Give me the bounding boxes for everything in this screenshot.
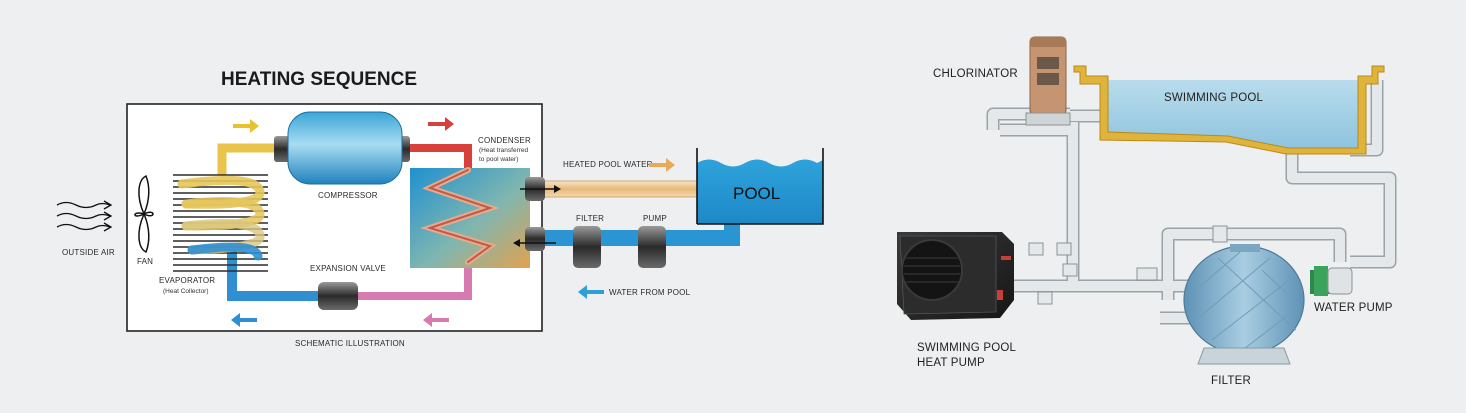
filter-tank <box>1183 244 1305 365</box>
arrow-red-icon <box>428 117 454 131</box>
discharge-line <box>402 144 472 168</box>
fan-label: FAN <box>137 257 153 266</box>
chlorinator-label: CHLORINATOR <box>933 68 1018 80</box>
liquid-line <box>358 262 472 300</box>
swimming-pool <box>1073 65 1385 155</box>
compressor-label: COMPRESSOR <box>318 191 378 200</box>
pool-system-diagram: CHLORINATOR SWIMMING POOL SWIMMING POOL … <box>897 36 1397 387</box>
evaporator-note: (Heat Collector) <box>163 288 209 295</box>
pool-label: POOL <box>733 184 780 203</box>
heat-pump-unit <box>897 232 1014 320</box>
heating-sequence-diagram: HEATING SEQUENCE <box>56 69 824 348</box>
condenser-note-1: (Heat transferred <box>479 147 529 154</box>
valve-icon <box>1028 225 1228 305</box>
evaporator-label: EVAPORATOR <box>159 276 215 285</box>
fan-icon <box>134 174 154 254</box>
arrow-blue-icon <box>231 313 257 327</box>
filter-label: FILTER <box>576 214 604 223</box>
evaporator-coil <box>177 175 265 261</box>
condenser-note-2: to pool water) <box>479 156 518 163</box>
swimming-pool-label: SWIMMING POOL <box>1164 92 1263 104</box>
expansion-valve-label: EXPANSION VALVE <box>310 264 386 273</box>
air-flow-icon <box>56 200 113 232</box>
expansion-valve <box>318 282 358 310</box>
heat-pump-label-1: SWIMMING POOL <box>917 342 1016 354</box>
condenser-coil <box>420 167 500 265</box>
heated-pool-water-label: HEATED POOL WATER <box>563 160 653 169</box>
water-pump <box>1310 266 1353 296</box>
outside-air-label: OUTSIDE AIR <box>62 248 115 257</box>
pump-unit <box>638 226 666 268</box>
cold-coupling <box>525 227 545 251</box>
filter-unit <box>573 226 601 268</box>
condenser-label: CONDENSER <box>478 136 531 145</box>
suction-line <box>217 143 290 175</box>
pump-label: PUMP <box>643 214 667 223</box>
heat-pump-label-2: HEAT PUMP <box>917 357 985 369</box>
diagram-title: HEATING SEQUENCE <box>221 69 417 90</box>
condenser <box>410 168 530 268</box>
schematic-caption: SCHEMATIC ILLUSTRATION <box>295 339 405 348</box>
arrow-pink-icon <box>423 313 449 327</box>
water-pump-label: WATER PUMP <box>1314 302 1393 314</box>
filter-tank-label: FILTER <box>1211 375 1251 387</box>
pool-tank <box>696 148 824 225</box>
arrow-orange-icon <box>649 158 675 172</box>
chlorinator <box>1025 36 1071 126</box>
flow-out-arrow-icon <box>520 185 561 193</box>
flow-in-arrow-icon <box>513 239 556 247</box>
arrow-water-return-icon <box>578 285 604 299</box>
heat-pump-fan-icon <box>901 239 963 301</box>
compressor <box>274 111 410 185</box>
arrow-yellow-icon <box>233 119 259 133</box>
water-from-pool-label: WATER FROM POOL <box>609 288 691 297</box>
